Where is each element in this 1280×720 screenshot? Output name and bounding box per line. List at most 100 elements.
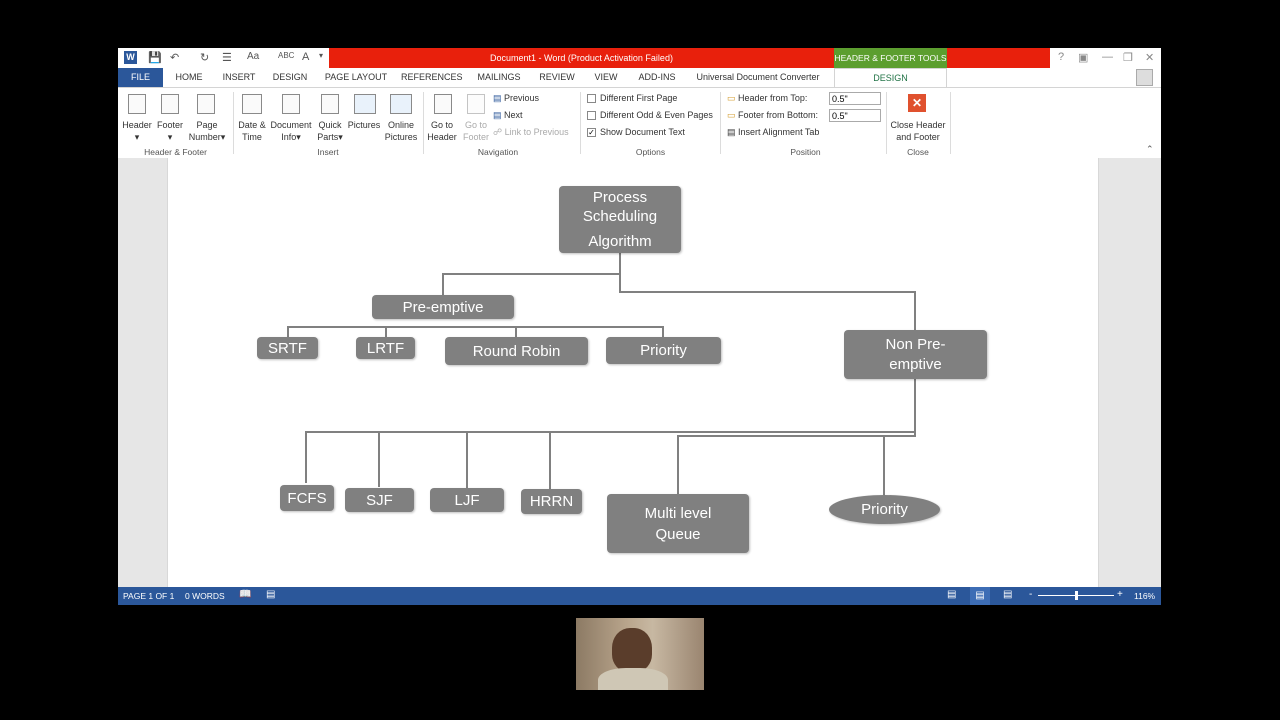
time-label: Time: [242, 132, 262, 142]
connector: [305, 431, 307, 483]
header-from-top-input[interactable]: 0.5": [829, 92, 881, 105]
font-size-icon[interactable]: Aa: [247, 51, 260, 62]
zoom-slider-thumb[interactable]: [1075, 591, 1078, 600]
online-label: Online: [387, 120, 414, 130]
web-layout-icon[interactable]: ▤: [1003, 589, 1013, 600]
node-ljf: LJF: [430, 488, 504, 512]
font-color-icon[interactable]: A: [302, 51, 310, 63]
customize-qat-icon[interactable]: ▾: [319, 51, 324, 60]
webcam-person: [612, 628, 652, 672]
tab-header-footer-design[interactable]: DESIGN: [834, 68, 947, 87]
undo-icon[interactable]: ↶: [170, 52, 180, 64]
node-process-scheduling-algorithm: Process Scheduling Algorithm: [559, 186, 681, 253]
date-time-button[interactable]: Date & Time: [234, 119, 270, 143]
date-label: Date &: [238, 120, 266, 130]
quick-label: Quick: [318, 120, 342, 130]
read-mode-icon[interactable]: ▤: [947, 589, 957, 600]
zoom-level[interactable]: 116%: [1134, 591, 1156, 601]
save-icon[interactable]: 💾: [148, 52, 162, 64]
macro-icon[interactable]: ▤: [266, 589, 276, 600]
link-to-previous-button[interactable]: ☍ Link to Previous: [493, 127, 569, 138]
node-pre-emptive: Pre-emptive: [372, 295, 514, 319]
word-logo-icon: W: [124, 51, 137, 64]
group-separator: [423, 92, 424, 154]
collapse-ribbon-icon[interactable]: ⌃: [1146, 144, 1154, 154]
tab-file[interactable]: FILE: [118, 68, 163, 87]
header-button[interactable]: Header▾: [122, 120, 152, 142]
tab-universal-document-converter[interactable]: Universal Document Converter: [696, 72, 820, 82]
node-sjf-label: SJF: [366, 491, 393, 509]
footer-from-bottom-input[interactable]: 0.5": [829, 109, 881, 122]
insert-alignment-tab-button[interactable]: ▤ Insert Alignment Tab: [727, 127, 819, 138]
calendar-icon: [242, 94, 262, 114]
connector: [287, 326, 289, 337]
maximize-button[interactable]: ❐: [1123, 52, 1133, 64]
group-close-label: Close: [907, 147, 929, 157]
node-root-line2: Scheduling: [582, 208, 658, 225]
zoom-out-button[interactable]: -: [1029, 589, 1033, 600]
tab-insert[interactable]: INSERT: [222, 72, 256, 82]
proofing-icon[interactable]: 📖: [239, 589, 252, 600]
previous-label: Previous: [504, 93, 540, 103]
connector: [677, 435, 679, 494]
node-ljf-label: LJF: [454, 491, 480, 509]
tab-add-ins[interactable]: ADD-INS: [638, 72, 676, 82]
word-count[interactable]: 0 WORDS: [185, 591, 225, 601]
node-root-line3: Algorithm: [588, 233, 652, 250]
tab-design[interactable]: DESIGN: [272, 72, 308, 82]
tab-references[interactable]: REFERENCES: [401, 72, 463, 82]
tab-view[interactable]: VIEW: [594, 72, 618, 82]
show-document-text-checkbox[interactable]: ✓: [587, 128, 596, 137]
node-hrrn: HRRN: [521, 489, 582, 514]
page-count[interactable]: PAGE 1 OF 1: [123, 591, 175, 601]
group-separator: [720, 92, 721, 154]
ribbon-display-icon[interactable]: ▣: [1078, 52, 1089, 64]
tab-page-layout[interactable]: PAGE LAYOUT: [324, 72, 388, 82]
pictures-button[interactable]: Pictures: [346, 119, 382, 131]
header-from-top-text: Header from Top:: [738, 93, 808, 103]
pictures-icon: [354, 94, 376, 114]
bullets-icon[interactable]: ☰: [222, 52, 232, 64]
header-label: Header: [122, 120, 152, 130]
node-priority-nonpreemptive-label: Priority: [861, 501, 908, 518]
title-bar-highlight: [329, 48, 834, 68]
footer-label: Footer: [156, 120, 183, 130]
document-info-icon: [282, 94, 300, 114]
tab-mailings[interactable]: MAILINGS: [477, 72, 521, 82]
tab-home[interactable]: HOME: [175, 72, 203, 82]
connector: [677, 435, 916, 437]
footer-button[interactable]: Footer▾: [156, 120, 183, 142]
different-first-page-checkbox[interactable]: [587, 94, 596, 103]
parts-label: Parts: [317, 132, 339, 142]
connector: [466, 431, 468, 488]
user-avatar-icon[interactable]: [1136, 69, 1153, 86]
node-priority-preemptive: Priority: [606, 337, 721, 364]
insert-alignment-tab-label: Insert Alignment Tab: [738, 127, 820, 137]
zoom-in-button[interactable]: +: [1117, 589, 1123, 600]
online-pictures-icon: [390, 94, 412, 114]
tab-review[interactable]: REVIEW: [539, 72, 575, 82]
go-to-label: Go to: [430, 120, 453, 130]
connector: [385, 326, 387, 337]
node-priority-preemptive-label: Priority: [640, 342, 687, 359]
close-window-button[interactable]: ✕: [1145, 52, 1155, 64]
link-label: Link to Previous: [504, 127, 569, 137]
redo-icon[interactable]: ↻: [200, 52, 210, 64]
spelling-icon[interactable]: ABC: [278, 51, 295, 60]
minimize-button[interactable]: —: [1102, 51, 1113, 63]
next-button[interactable]: ▤ Next: [493, 110, 523, 121]
connector: [549, 431, 551, 489]
connector: [883, 435, 885, 495]
different-odd-even-checkbox[interactable]: [587, 111, 596, 120]
help-button[interactable]: ?: [1058, 51, 1065, 63]
print-layout-icon[interactable]: ▤: [970, 587, 990, 605]
previous-button[interactable]: ▤ Previous: [493, 93, 539, 104]
